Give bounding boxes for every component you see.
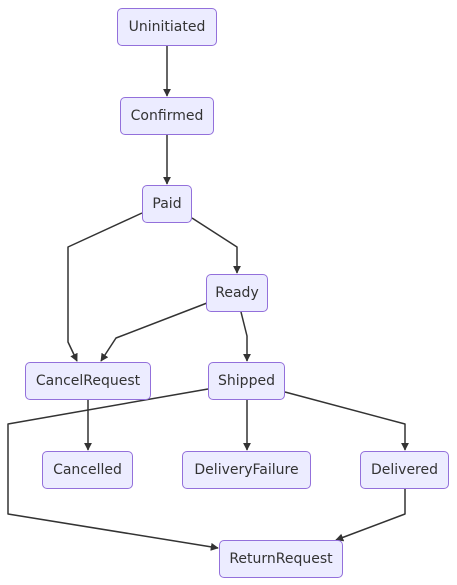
node-confirmed: Confirmed xyxy=(120,97,214,135)
node-delivered: Delivered xyxy=(360,451,449,489)
edge-shipped-to-returnrequest xyxy=(7,388,219,551)
edge-ready-to-shipped xyxy=(240,311,251,362)
edge-shipped-to-delivered xyxy=(284,391,409,451)
node-ready: Ready xyxy=(206,274,268,312)
node-cancelled: Cancelled xyxy=(42,451,133,489)
edge-paid-to-cancelrequest xyxy=(67,212,143,362)
node-delivery-failure: DeliveryFailure xyxy=(182,451,311,489)
edge-paid-to-ready xyxy=(191,217,241,274)
node-shipped: Shipped xyxy=(208,362,285,400)
node-paid: Paid xyxy=(142,185,192,223)
edge-delivered-to-returnrequest xyxy=(335,489,406,542)
node-cancel-request: CancelRequest xyxy=(25,362,151,400)
edge-ready-to-cancelrequest xyxy=(100,302,208,362)
node-uninitiated: Uninitiated xyxy=(117,8,217,46)
node-return-request: ReturnRequest xyxy=(219,540,343,578)
